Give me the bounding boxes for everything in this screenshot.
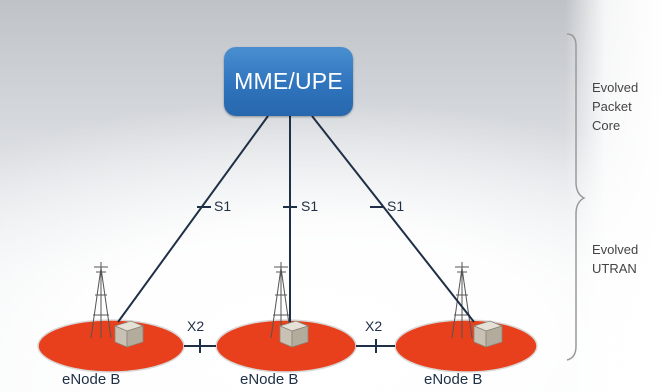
cell-coverage-right	[394, 319, 538, 373]
s1-link-left	[117, 115, 269, 323]
section-label-core: Evolved Packet Core	[592, 80, 639, 133]
s1-label-right: S1	[387, 198, 405, 214]
cell-coverage-left	[37, 319, 185, 373]
x2-label-right: X2	[365, 318, 383, 334]
section-label-ran: Evolved UTRAN	[592, 242, 639, 276]
mme-upe-label: MME/UPE	[234, 68, 343, 94]
base-station-box-icon	[472, 320, 504, 348]
base-station-box-icon	[278, 320, 310, 348]
s1-label-left: S1	[214, 198, 232, 214]
s1-label-center: S1	[301, 198, 319, 214]
enodeb-label-center: eNode B	[240, 371, 299, 388]
brace-ran	[566, 214, 577, 361]
enodeb-label-right: eNode B	[424, 371, 483, 388]
s1-link-right	[311, 115, 475, 323]
mme-upe-node: MME/UPE	[224, 47, 353, 116]
base-station-box-icon	[113, 320, 145, 348]
brace-core	[566, 33, 586, 215]
antenna-tower-icon	[90, 262, 112, 339]
x2-label-left: X2	[187, 318, 205, 334]
enodeb-label-left: eNode B	[62, 371, 121, 388]
